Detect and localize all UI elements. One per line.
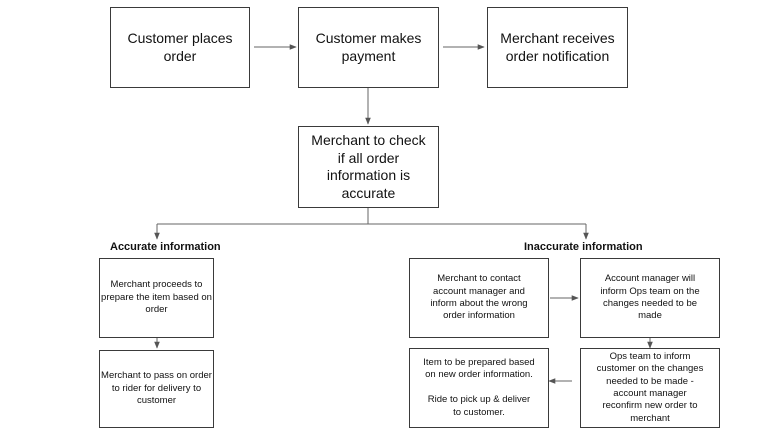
node-label: Merchant receives order notification — [500, 30, 615, 64]
node-ops-inform-customer: Ops team to inform customer on the chang… — [580, 348, 720, 428]
node-item-prepared-new-order: Item to be prepared based on new order i… — [409, 348, 549, 428]
node-label: Merchant to check if all order informati… — [311, 132, 426, 201]
node-label: Merchant proceeds to prepare the item ba… — [101, 279, 212, 316]
node-account-manager-inform-ops: Account manager will inform Ops team on … — [580, 258, 720, 338]
branch-heading-inaccurate: Inaccurate information — [524, 241, 643, 253]
node-label: Merchant to pass on order to rider for d… — [101, 370, 212, 407]
node-merchant-receives-notification: Merchant receives order notification — [487, 7, 628, 88]
node-merchant-prepares-item: Merchant proceeds to prepare the item ba… — [99, 258, 214, 338]
node-label: Customer places order — [127, 30, 233, 64]
node-merchant-check-accuracy: Merchant to check if all order informati… — [298, 126, 439, 208]
node-label: Merchant to contact account manager and … — [430, 273, 528, 322]
node-merchant-contact-account-manager: Merchant to contact account manager and … — [409, 258, 549, 338]
node-label: Item to be prepared based on new order i… — [423, 357, 535, 418]
node-label: Account manager will inform Ops team on … — [600, 273, 700, 322]
node-label: Customer makes payment — [315, 30, 422, 64]
node-merchant-pass-to-rider: Merchant to pass on order to rider for d… — [99, 350, 214, 428]
branch-heading-accurate: Accurate information — [110, 241, 221, 253]
node-customer-makes-payment: Customer makes payment — [298, 7, 439, 88]
node-label: Ops team to inform customer on the chang… — [596, 350, 704, 424]
node-customer-places-order: Customer places order — [110, 7, 250, 88]
